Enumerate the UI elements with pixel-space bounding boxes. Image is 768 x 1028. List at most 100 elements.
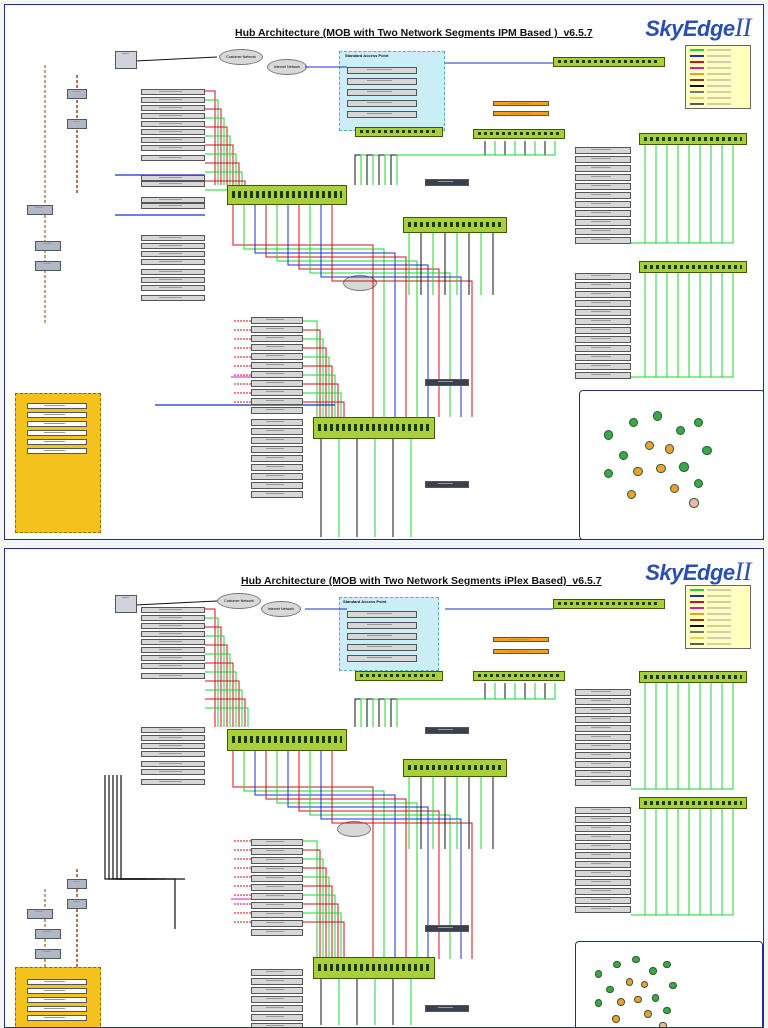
connection-line <box>303 356 330 417</box>
legend-text-placeholder <box>707 85 731 87</box>
connection-line <box>331 747 473 959</box>
adapter-bar <box>493 101 549 106</box>
legend-text-placeholder <box>707 589 731 591</box>
equipment-rack <box>251 407 303 414</box>
equipment-rack <box>141 615 205 621</box>
connection-line <box>205 671 237 727</box>
legend-swatch <box>690 637 704 639</box>
connection-line <box>631 273 701 378</box>
network-node <box>626 490 637 500</box>
legend-swatch <box>690 601 704 603</box>
equipment-rack <box>575 300 631 307</box>
connection-line <box>303 912 342 957</box>
equipment-rack <box>141 751 205 757</box>
equipment-rack <box>575 192 631 199</box>
connection-line <box>631 273 712 378</box>
connection-line <box>205 635 225 727</box>
connection-line <box>303 894 336 957</box>
top-switch <box>639 261 747 273</box>
callout-unit <box>27 979 87 985</box>
legend-swatch <box>690 643 704 645</box>
equipment-rack <box>575 761 631 768</box>
router-unit <box>425 925 469 932</box>
legend-text-placeholder <box>707 613 731 615</box>
equipment-rack <box>141 259 205 265</box>
network-node <box>632 955 640 964</box>
network-node <box>605 985 614 994</box>
connection-line <box>631 809 668 916</box>
equipment-rack <box>575 309 631 316</box>
network-node <box>664 444 674 454</box>
legend-entry <box>690 60 746 64</box>
equipment-rack <box>141 97 205 103</box>
legend-entry <box>690 90 746 94</box>
equipment-rack <box>141 727 205 733</box>
connection-line <box>232 205 374 417</box>
legend-swatch <box>690 607 704 609</box>
equipment-rack <box>575 770 631 777</box>
splitter-unit <box>35 949 61 959</box>
equipment-rack <box>251 362 303 369</box>
equipment-rack <box>251 969 303 976</box>
connection-line <box>205 608 216 727</box>
legend-swatch <box>690 595 704 597</box>
connection-line <box>396 683 556 727</box>
equipment-rack <box>575 906 631 913</box>
callout-unit <box>27 988 87 994</box>
connection-line <box>134 600 218 606</box>
connection-line <box>303 867 327 957</box>
network-node <box>663 1006 671 1015</box>
equipment-rack <box>575 816 631 823</box>
equipment-rack <box>575 174 631 181</box>
equipment-rack <box>575 354 631 361</box>
legend-swatch <box>690 625 704 627</box>
equipment-rack <box>141 743 205 749</box>
connection-line <box>205 108 222 185</box>
legend-text-placeholder <box>707 619 731 621</box>
connection-line <box>303 392 342 417</box>
core-switch <box>403 759 507 777</box>
connection-line <box>205 90 216 185</box>
connection-line <box>303 347 327 417</box>
equipment-rack <box>575 807 631 814</box>
connection-line <box>205 689 243 727</box>
legend-entry <box>690 624 746 628</box>
callout-unit <box>27 403 87 409</box>
legend-entry <box>690 606 746 610</box>
equipment-rack <box>575 843 631 850</box>
connection-line <box>631 683 679 790</box>
legend-text-placeholder <box>707 625 731 627</box>
legend-swatch <box>690 91 704 93</box>
equipment-rack <box>141 105 205 111</box>
skyedge-logo: SkyEdgeII <box>645 557 751 586</box>
equipment-rack <box>141 89 205 95</box>
equipment-rack <box>141 121 205 127</box>
network-node <box>694 478 704 488</box>
equipment-rack <box>575 888 631 895</box>
equipment-rack <box>575 363 631 370</box>
equipment-rack <box>575 861 631 868</box>
core-switch <box>403 217 507 233</box>
connection-line <box>372 683 516 727</box>
adapter-bar <box>493 111 549 116</box>
callout-unit <box>27 421 87 427</box>
equipment-rack <box>575 725 631 732</box>
connection-line <box>303 921 345 957</box>
equipment-rack <box>575 219 631 226</box>
equipment-rack <box>575 345 631 352</box>
connection-line <box>108 775 155 880</box>
connection-line <box>331 205 473 417</box>
equipment-rack <box>575 336 631 343</box>
legend-swatch <box>690 85 704 87</box>
connection-line <box>390 683 546 727</box>
legend-swatch <box>690 73 704 75</box>
legend-text-placeholder <box>707 103 731 105</box>
legend-text-placeholder <box>707 601 731 603</box>
connection-line <box>205 707 249 727</box>
legend-entry <box>690 630 746 634</box>
top-switch <box>355 127 443 137</box>
equipment-rack <box>141 181 205 187</box>
connection-line <box>303 849 321 957</box>
legend-entry <box>690 618 746 622</box>
legend-entry <box>690 78 746 82</box>
